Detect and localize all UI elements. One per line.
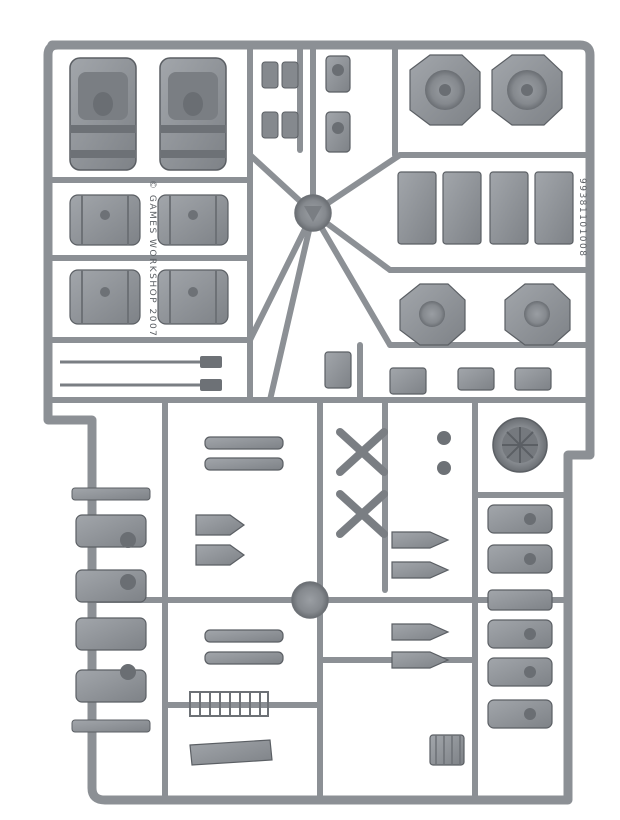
antenna-rod-part — [60, 360, 200, 387]
fuel-drum-part — [157, 194, 229, 246]
copyright-label: © GAMES WORKSHOP 2007 — [147, 180, 157, 337]
hatch-disc-part — [409, 54, 481, 126]
fuel-drum-part — [157, 269, 229, 325]
sprue-hub-upper — [294, 194, 332, 232]
missile-part — [391, 531, 450, 669]
spring-part — [261, 61, 299, 139]
hatch-hex-part — [399, 283, 466, 346]
tank-trap-part — [336, 428, 388, 538]
knob-part — [437, 431, 451, 475]
exhaust-pipe-part — [204, 436, 284, 665]
mount-ring-part — [120, 532, 136, 680]
fuel-drum-part — [69, 194, 141, 246]
side-panel-part — [397, 171, 574, 245]
sprue-runners — [45, 42, 593, 803]
gun-detail-part — [524, 513, 536, 720]
track-link-part — [189, 691, 269, 717]
armor-plate-part — [69, 57, 137, 171]
fuel-drum-part — [69, 269, 141, 325]
sprue-outer-frame — [43, 40, 595, 805]
hatch-disc-part — [491, 54, 563, 126]
hatch-hex-part — [504, 283, 571, 346]
antenna-base-part — [200, 356, 222, 391]
armor-plate-part — [159, 57, 227, 171]
part-code-label: 99381101008 — [577, 178, 587, 258]
plate-part — [189, 739, 273, 766]
weapon-barrel-part — [71, 487, 151, 733]
small-fitting-part — [324, 351, 552, 395]
engine-fins — [435, 735, 461, 765]
shell-part — [195, 514, 246, 566]
fan-vent-part — [492, 417, 548, 473]
sprue-hub-lower — [291, 581, 329, 619]
engine-block-part — [429, 734, 465, 766]
sponson-gun-part — [487, 504, 553, 729]
